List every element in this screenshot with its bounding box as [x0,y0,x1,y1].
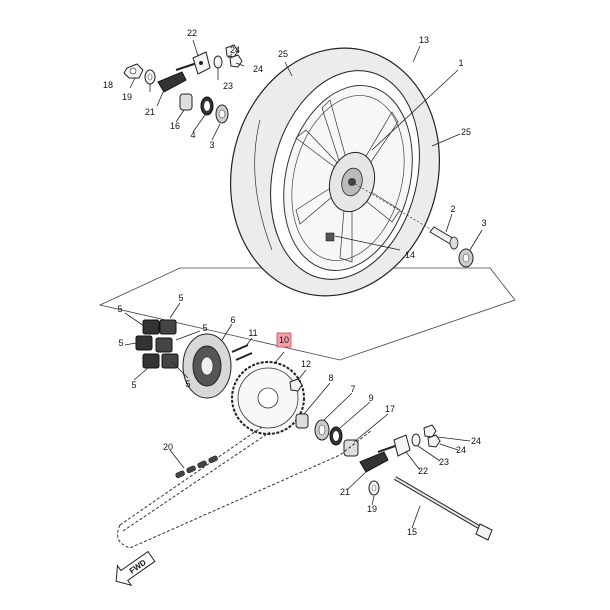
collar-17 [343,439,359,457]
nut-24b [229,54,243,68]
callout-25-top: 25 [278,49,288,59]
wheel-assembly-box [98,267,516,361]
collar-16 [179,93,193,111]
callout-24-top-a: 24 [230,45,240,55]
callout-24-right-a: 24 [471,436,481,446]
callout-3-right: 3 [481,218,486,228]
callout-15: 15 [407,527,417,537]
nut-24a [225,44,239,58]
nut-12 [289,378,303,392]
rear-wheel [229,47,441,297]
callout-5-d: 5 [202,323,207,333]
callout-5-c: 5 [118,338,123,348]
drive-chain-20 [117,426,373,549]
callout-22-right: 22 [418,466,428,476]
right-side-bearings [295,413,493,541]
callout-5-a: 5 [178,293,183,303]
wheel-spokes [295,99,401,263]
callout-24-top-b: 24 [253,64,263,74]
callout-12: 12 [301,359,311,369]
callout-24-right-b: 24 [456,445,466,455]
callout-4: 4 [190,130,195,140]
callout-19-right: 19 [367,504,377,514]
valve [325,232,335,242]
callout-8: 8 [328,373,333,383]
callout-21-right: 21 [340,487,350,497]
washer-23-right [411,433,421,447]
callout-1: 1 [458,58,463,68]
callout-20: 20 [163,442,173,452]
callout-5-e: 5 [131,380,136,390]
highlight-10 [276,332,292,348]
callout-16: 16 [170,121,180,131]
hub-assembly [135,319,305,435]
stud-bolts-11 [231,344,253,361]
callout-numbers: 13 1 25 25 2 3 14 22 24 24 23 18 19 21 1… [103,28,487,537]
hub-dampers-5 [135,319,179,369]
nut-24d [427,434,441,448]
callout-5-b: 5 [117,304,122,314]
callout-13: 13 [419,35,429,45]
callout-5-f: 5 [185,379,190,389]
callout-7: 7 [350,384,355,394]
callout-14: 14 [405,250,415,260]
callout-23-right: 23 [439,457,449,467]
callout-18: 18 [103,80,113,90]
washer-23 [213,55,223,69]
chain-link-segment [175,455,218,479]
callout-19-top: 19 [122,92,132,102]
callout-10: 10 [279,335,289,345]
callout-21-top: 21 [145,107,155,117]
callout-25-right: 25 [461,127,471,137]
plate-22-right [393,434,411,457]
collar-8 [295,413,309,429]
callout-23-top: 23 [223,81,233,91]
callout-2: 2 [450,204,455,214]
adjuster-21-right [359,451,389,473]
axle-collar-parts [429,226,474,268]
callout-22-top: 22 [187,28,197,38]
leader-lines [124,39,483,529]
nut-24c [423,424,437,438]
upper-left-parts [123,44,243,124]
callout-3-top: 3 [209,140,214,150]
callout-6: 6 [230,315,235,325]
adjuster-21 [157,71,187,93]
callout-11: 11 [248,328,257,338]
fwd-arrow: FWD [115,550,156,587]
callout-17: 17 [385,404,395,414]
callout-9: 9 [368,393,373,403]
